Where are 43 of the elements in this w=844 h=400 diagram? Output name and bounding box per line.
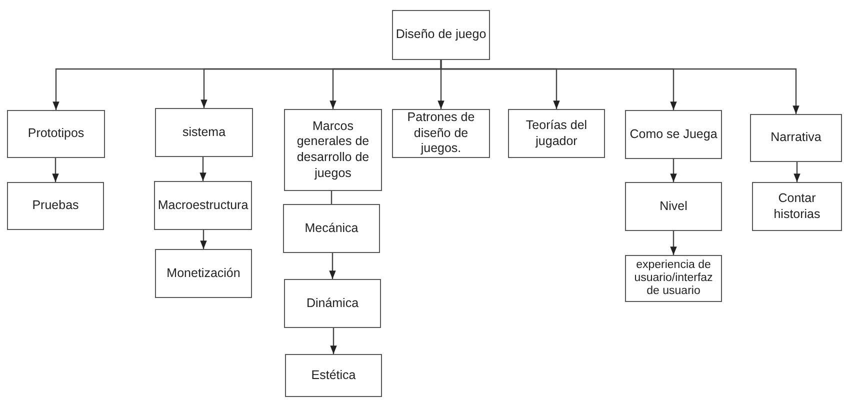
node-label: Macroestructura — [158, 198, 248, 214]
node-label: Diseño de juego — [396, 27, 486, 43]
node-label: Dinámica — [306, 296, 359, 312]
process-box — [625, 255, 722, 302]
process-box — [155, 108, 253, 157]
process-box — [284, 109, 382, 191]
process-box — [285, 354, 382, 397]
node-label: Prototipos — [28, 126, 84, 142]
process-box — [508, 109, 605, 158]
node-label: Monetización — [166, 266, 240, 282]
connector-arrow — [330, 328, 337, 354]
node-label: Contar historias — [772, 190, 822, 222]
process-box — [7, 182, 104, 230]
process-box — [155, 249, 252, 298]
node-label: sistema — [182, 124, 226, 140]
node-label: Estética — [311, 368, 356, 384]
connector-arrow — [329, 253, 336, 279]
process-box — [625, 110, 722, 159]
node-label: Nivel — [660, 198, 688, 214]
node-label: Marcos generales de desarrollo de juegos — [296, 118, 370, 182]
process-box — [154, 181, 252, 230]
process-box — [392, 109, 490, 158]
connector-arrow — [200, 230, 207, 249]
node-label: Narrativa — [770, 130, 822, 146]
process-box — [7, 110, 105, 158]
node-label: Mecánica — [304, 220, 358, 236]
process-box — [752, 182, 842, 231]
process-box — [284, 279, 381, 328]
node-label: Teorías del jugador — [524, 118, 588, 150]
node-label: Patrones de diseño de juegos. — [406, 110, 476, 157]
node-label: experiencia de usuario/interfaz de usuario — [633, 258, 714, 298]
process-box — [750, 114, 842, 162]
connector-arrow — [670, 231, 677, 255]
connector-arrow — [440, 60, 800, 114]
connector-arrow — [52, 158, 59, 182]
process-box — [283, 204, 380, 253]
node-label: Como se Juega — [630, 126, 718, 142]
connector-arrow — [200, 157, 206, 181]
process-box — [392, 10, 490, 60]
connector-arrow — [670, 159, 677, 182]
connector-arrow — [794, 162, 800, 182]
node-label: Pruebas — [32, 198, 79, 214]
process-box — [625, 182, 722, 231]
